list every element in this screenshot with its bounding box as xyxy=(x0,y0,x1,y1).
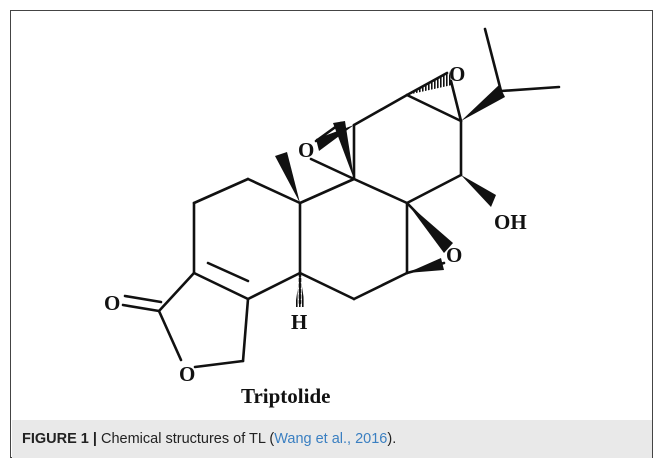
epoxide-right-oxygen-label: O xyxy=(446,243,462,267)
epoxide-top-oxygen-label: O xyxy=(449,62,465,86)
ring-oxygen-label: O xyxy=(179,362,195,386)
atom-labels: O O O O O OH H Triptolide xyxy=(104,62,527,408)
caption-label: FIGURE 1 | xyxy=(22,431,97,447)
figure-caption: FIGURE 1 | Chemical structures of TL ( W… xyxy=(12,420,652,458)
hashed-wedges xyxy=(295,71,452,307)
triptolide-structure: O O O O O OH H Triptolide xyxy=(104,27,561,408)
hydrogen-label: H xyxy=(291,310,307,334)
stereo-wedges xyxy=(275,85,505,273)
bond-lines xyxy=(121,27,561,369)
caption-text-after: ). xyxy=(387,431,397,447)
compound-name-label: Triptolide xyxy=(241,384,330,408)
figure-frame: O O O O O OH H Triptolide FIGURE 1 | Che… xyxy=(10,10,653,458)
caption-text-before: Chemical structures of TL ( xyxy=(96,431,275,447)
citation-link[interactable]: Wang et al., 2016 xyxy=(274,431,388,447)
epoxide-left-oxygen-label: O xyxy=(298,138,314,162)
carbonyl-oxygen-label: O xyxy=(104,291,120,315)
hydroxyl-label: OH xyxy=(494,210,527,234)
